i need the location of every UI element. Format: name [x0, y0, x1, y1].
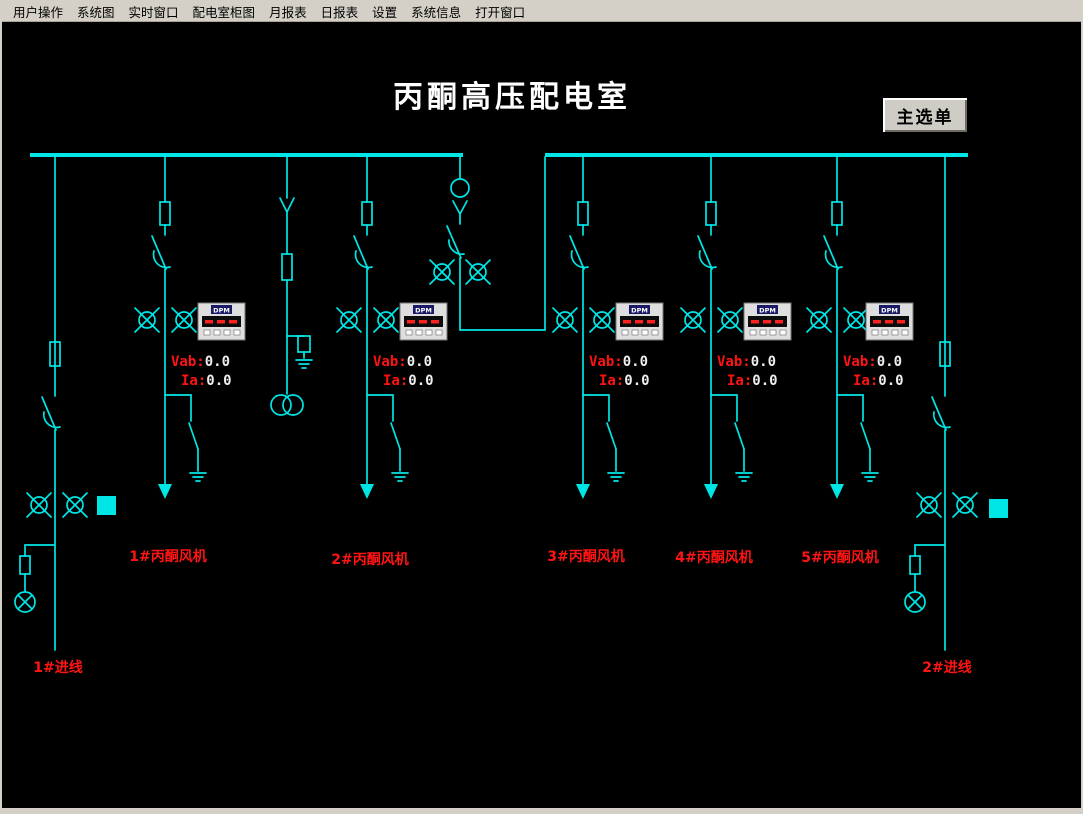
feeder-3-ia-readout: Ia:0.0	[599, 373, 650, 389]
feeder-4-vab-readout: Vab:0.0	[717, 354, 776, 370]
feeder-3-bay	[553, 155, 624, 499]
dpm-meter-feeder-5[interactable]	[865, 302, 914, 341]
feeder-4-label: 4#丙酮风机	[675, 549, 752, 566]
menu-item-daily-report[interactable]: 日报表	[320, 6, 359, 20]
main-menu-button[interactable]: 主选单	[882, 97, 968, 133]
feeder-5-ia-readout: Ia:0.0	[853, 373, 904, 389]
feeder-5-label: 5#丙酮风机	[801, 549, 878, 566]
dpm-meter-feeder-1[interactable]	[197, 302, 246, 341]
feeder-1-bay	[135, 155, 206, 499]
status-indicator-incoming-1	[97, 496, 116, 515]
scada-canvas: 丙酮高压配电室 主选单	[2, 22, 1081, 808]
feeder-1-label: 1#丙酮风机	[129, 548, 206, 565]
feeder-2-bay	[337, 155, 408, 499]
menu-item-monthly-report[interactable]: 月报表	[269, 6, 307, 20]
menu-item-switchgear-diagram[interactable]: 配电室柜图	[192, 6, 256, 20]
incoming-line-1-bay	[14, 154, 88, 651]
incoming-line-2-label: 2#进线	[922, 659, 971, 676]
feeder-5-vab-readout: Vab:0.0	[843, 354, 902, 370]
menu-item-realtime-window[interactable]: 实时窗口	[128, 6, 179, 20]
menu-item-system-info[interactable]: 系统信息	[411, 6, 462, 20]
status-indicator-incoming-2	[989, 499, 1008, 518]
menu-item-system-diagram[interactable]: 系统图	[77, 6, 115, 20]
page-title: 丙酮高压配电室	[393, 80, 631, 115]
incoming-line-1-label: 1#进线	[33, 659, 82, 676]
bus-tie-bay	[429, 154, 546, 331]
feeder-1-ia-readout: Ia:0.0	[181, 373, 232, 389]
menu-item-open-window[interactable]: 打开窗口	[475, 6, 526, 20]
menu-item-settings[interactable]: 设置	[372, 6, 398, 20]
feeder-1-vab-readout: Vab:0.0	[171, 354, 230, 370]
feeder-3-label: 3#丙酮风机	[547, 548, 624, 565]
menu-bar: 用户操作 系统图 实时窗口 配电室柜图 月报表 日报表 设置 系统信息 打开窗口	[2, 2, 1081, 22]
menu-item-user-operations[interactable]: 用户操作	[13, 6, 64, 20]
dpm-meter-feeder-3[interactable]	[615, 302, 664, 341]
one-line-diagram: DPM	[14, 153, 1008, 676]
feeder-4-bay	[681, 155, 752, 499]
feeder-2-vab-readout: Vab:0.0	[373, 354, 432, 370]
dpm-meter-feeder-4[interactable]	[743, 302, 792, 341]
feeder-4-ia-readout: Ia:0.0	[727, 373, 778, 389]
incoming-line-2-bay	[904, 154, 978, 651]
dpm-meter-feeder-2[interactable]	[399, 302, 448, 341]
feeder-2-ia-readout: Ia:0.0	[383, 373, 434, 389]
feeder-3-vab-readout: Vab:0.0	[589, 354, 648, 370]
pt-bay	[270, 154, 313, 416]
feeder-2-label: 2#丙酮风机	[331, 551, 408, 568]
